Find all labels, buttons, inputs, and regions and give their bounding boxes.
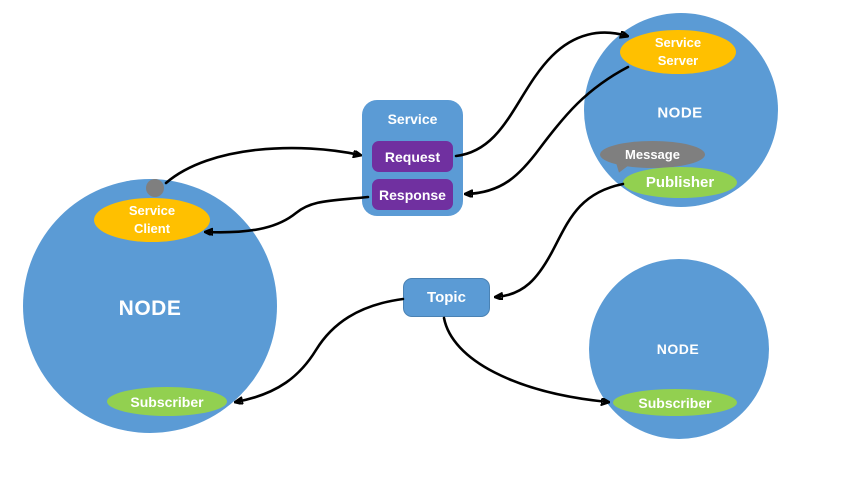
publisher-label: Publisher <box>645 174 715 191</box>
message-bubble: Message <box>600 141 705 168</box>
service-box-title: Service <box>387 111 438 127</box>
node-left-label: NODE <box>118 297 182 320</box>
request-label: Request <box>384 148 441 165</box>
arrow-publisher-to-topic <box>496 182 625 297</box>
subscriber-left-ellipse: Subscriber <box>107 387 227 416</box>
response-box: Response <box>372 179 453 210</box>
node-bottom-right-label: NODE <box>656 341 700 357</box>
arrow-client-dot-to-request <box>164 146 360 185</box>
subscriber-left-label: Subscriber <box>130 393 204 410</box>
topic-box: Topic <box>403 278 490 317</box>
arrow-topic-to-right-subscriber <box>442 316 608 402</box>
service-client-ellipse: Service Client <box>94 198 210 242</box>
subscriber-right-label: Subscriber <box>638 394 712 411</box>
publisher-ellipse: Publisher <box>623 167 737 198</box>
service-server-ellipse: Service Server <box>620 30 736 74</box>
service-box: Service Request Response <box>362 100 463 216</box>
topic-label: Topic <box>427 289 466 306</box>
node-top-right-label: NODE <box>657 104 703 122</box>
connection-dot-icon <box>146 179 164 197</box>
subscriber-right-ellipse: Subscriber <box>613 389 737 416</box>
service-server-label-line1: Service <box>654 35 702 51</box>
service-client-label-line1: Service <box>128 203 176 219</box>
service-client-label-line2: Client <box>133 221 171 236</box>
service-server-label-line2: Server <box>657 53 699 68</box>
message-label: Message <box>625 147 680 162</box>
request-box: Request <box>372 141 453 172</box>
response-label: Response <box>379 186 446 203</box>
